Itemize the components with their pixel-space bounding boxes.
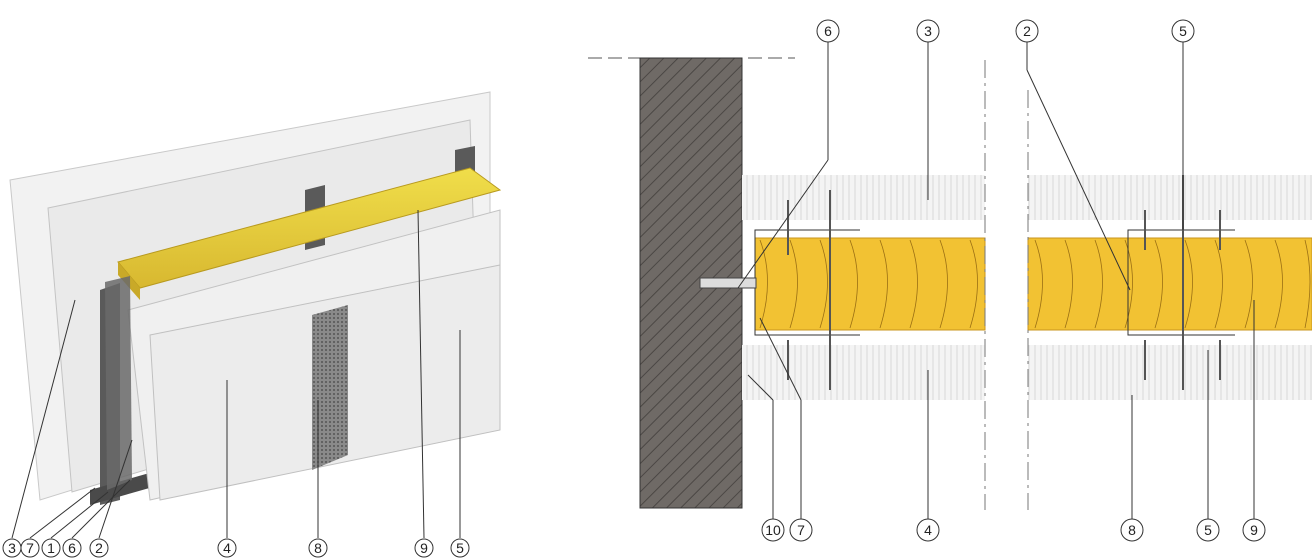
svg-text:7: 7	[26, 540, 34, 556]
callout-bottom-4: 8	[1120, 518, 1144, 542]
board-layer-top-left	[742, 175, 985, 220]
callout-left-7: 8	[308, 538, 328, 558]
svg-text:4: 4	[924, 522, 932, 538]
callout-left-4: 6	[62, 538, 82, 558]
callout-bottom-5: 5	[1196, 518, 1220, 542]
board-layer-bottom-left	[742, 345, 985, 400]
board-layer-top-right	[1028, 175, 1312, 220]
callout-left-6: 4	[217, 538, 237, 558]
svg-text:9: 9	[420, 540, 428, 556]
svg-text:3: 3	[924, 23, 932, 39]
callout-bottom-1: 10	[761, 518, 785, 542]
svg-text:1: 1	[47, 540, 55, 556]
callout-bottom-6: 9	[1242, 518, 1266, 542]
edge-stud	[105, 276, 132, 490]
svg-text:10: 10	[765, 522, 781, 538]
perforated-tape	[312, 305, 348, 470]
svg-text:9: 9	[1250, 522, 1258, 538]
svg-text:7: 7	[797, 522, 805, 538]
callout-left-5: 2	[89, 538, 109, 558]
insulation-left	[754, 237, 986, 331]
section-drawing	[588, 57, 1312, 510]
callout-bottom-3: 4	[916, 518, 940, 542]
callout-top-3: 2	[1015, 19, 1039, 43]
callout-left-9: 5	[450, 538, 470, 558]
callout-left-2: 7	[20, 538, 40, 558]
callouts-right-top: 6 3 2 5	[816, 19, 1195, 43]
callouts-left: 3 7 1 6 2 4 8 9 5	[2, 538, 470, 558]
callout-bottom-2: 7	[789, 518, 813, 542]
svg-text:6: 6	[824, 23, 832, 39]
svg-text:3: 3	[8, 540, 16, 556]
svg-text:2: 2	[1023, 23, 1031, 39]
svg-text:6: 6	[68, 540, 76, 556]
bottom-track	[90, 470, 160, 505]
svg-text:8: 8	[1128, 522, 1136, 538]
leader-lines	[11, 42, 1255, 539]
insulation-lobes	[759, 239, 1311, 329]
callouts-right-bottom: 10 7 4 8 5 9	[761, 518, 1266, 542]
svg-text:5: 5	[456, 540, 464, 556]
masonry-wall	[639, 57, 743, 509]
board-layer-bottom-right	[1028, 345, 1312, 400]
insulation-right	[1027, 237, 1312, 331]
svg-text:4: 4	[223, 540, 231, 556]
callout-top-4: 5	[1171, 19, 1195, 43]
callout-top-1: 6	[816, 19, 840, 43]
isometric-wall-view	[9, 91, 502, 505]
callout-left-3: 1	[41, 538, 61, 558]
svg-text:5: 5	[1204, 522, 1212, 538]
callout-top-2: 3	[916, 19, 940, 43]
c-channel-right	[1127, 229, 1235, 336]
svg-text:8: 8	[314, 540, 322, 556]
svg-text:5: 5	[1179, 23, 1187, 39]
wall-anchor	[699, 277, 757, 289]
callout-left-8: 9	[414, 538, 434, 558]
callout-left-1: 3	[2, 538, 22, 558]
svg-text:2: 2	[95, 540, 103, 556]
